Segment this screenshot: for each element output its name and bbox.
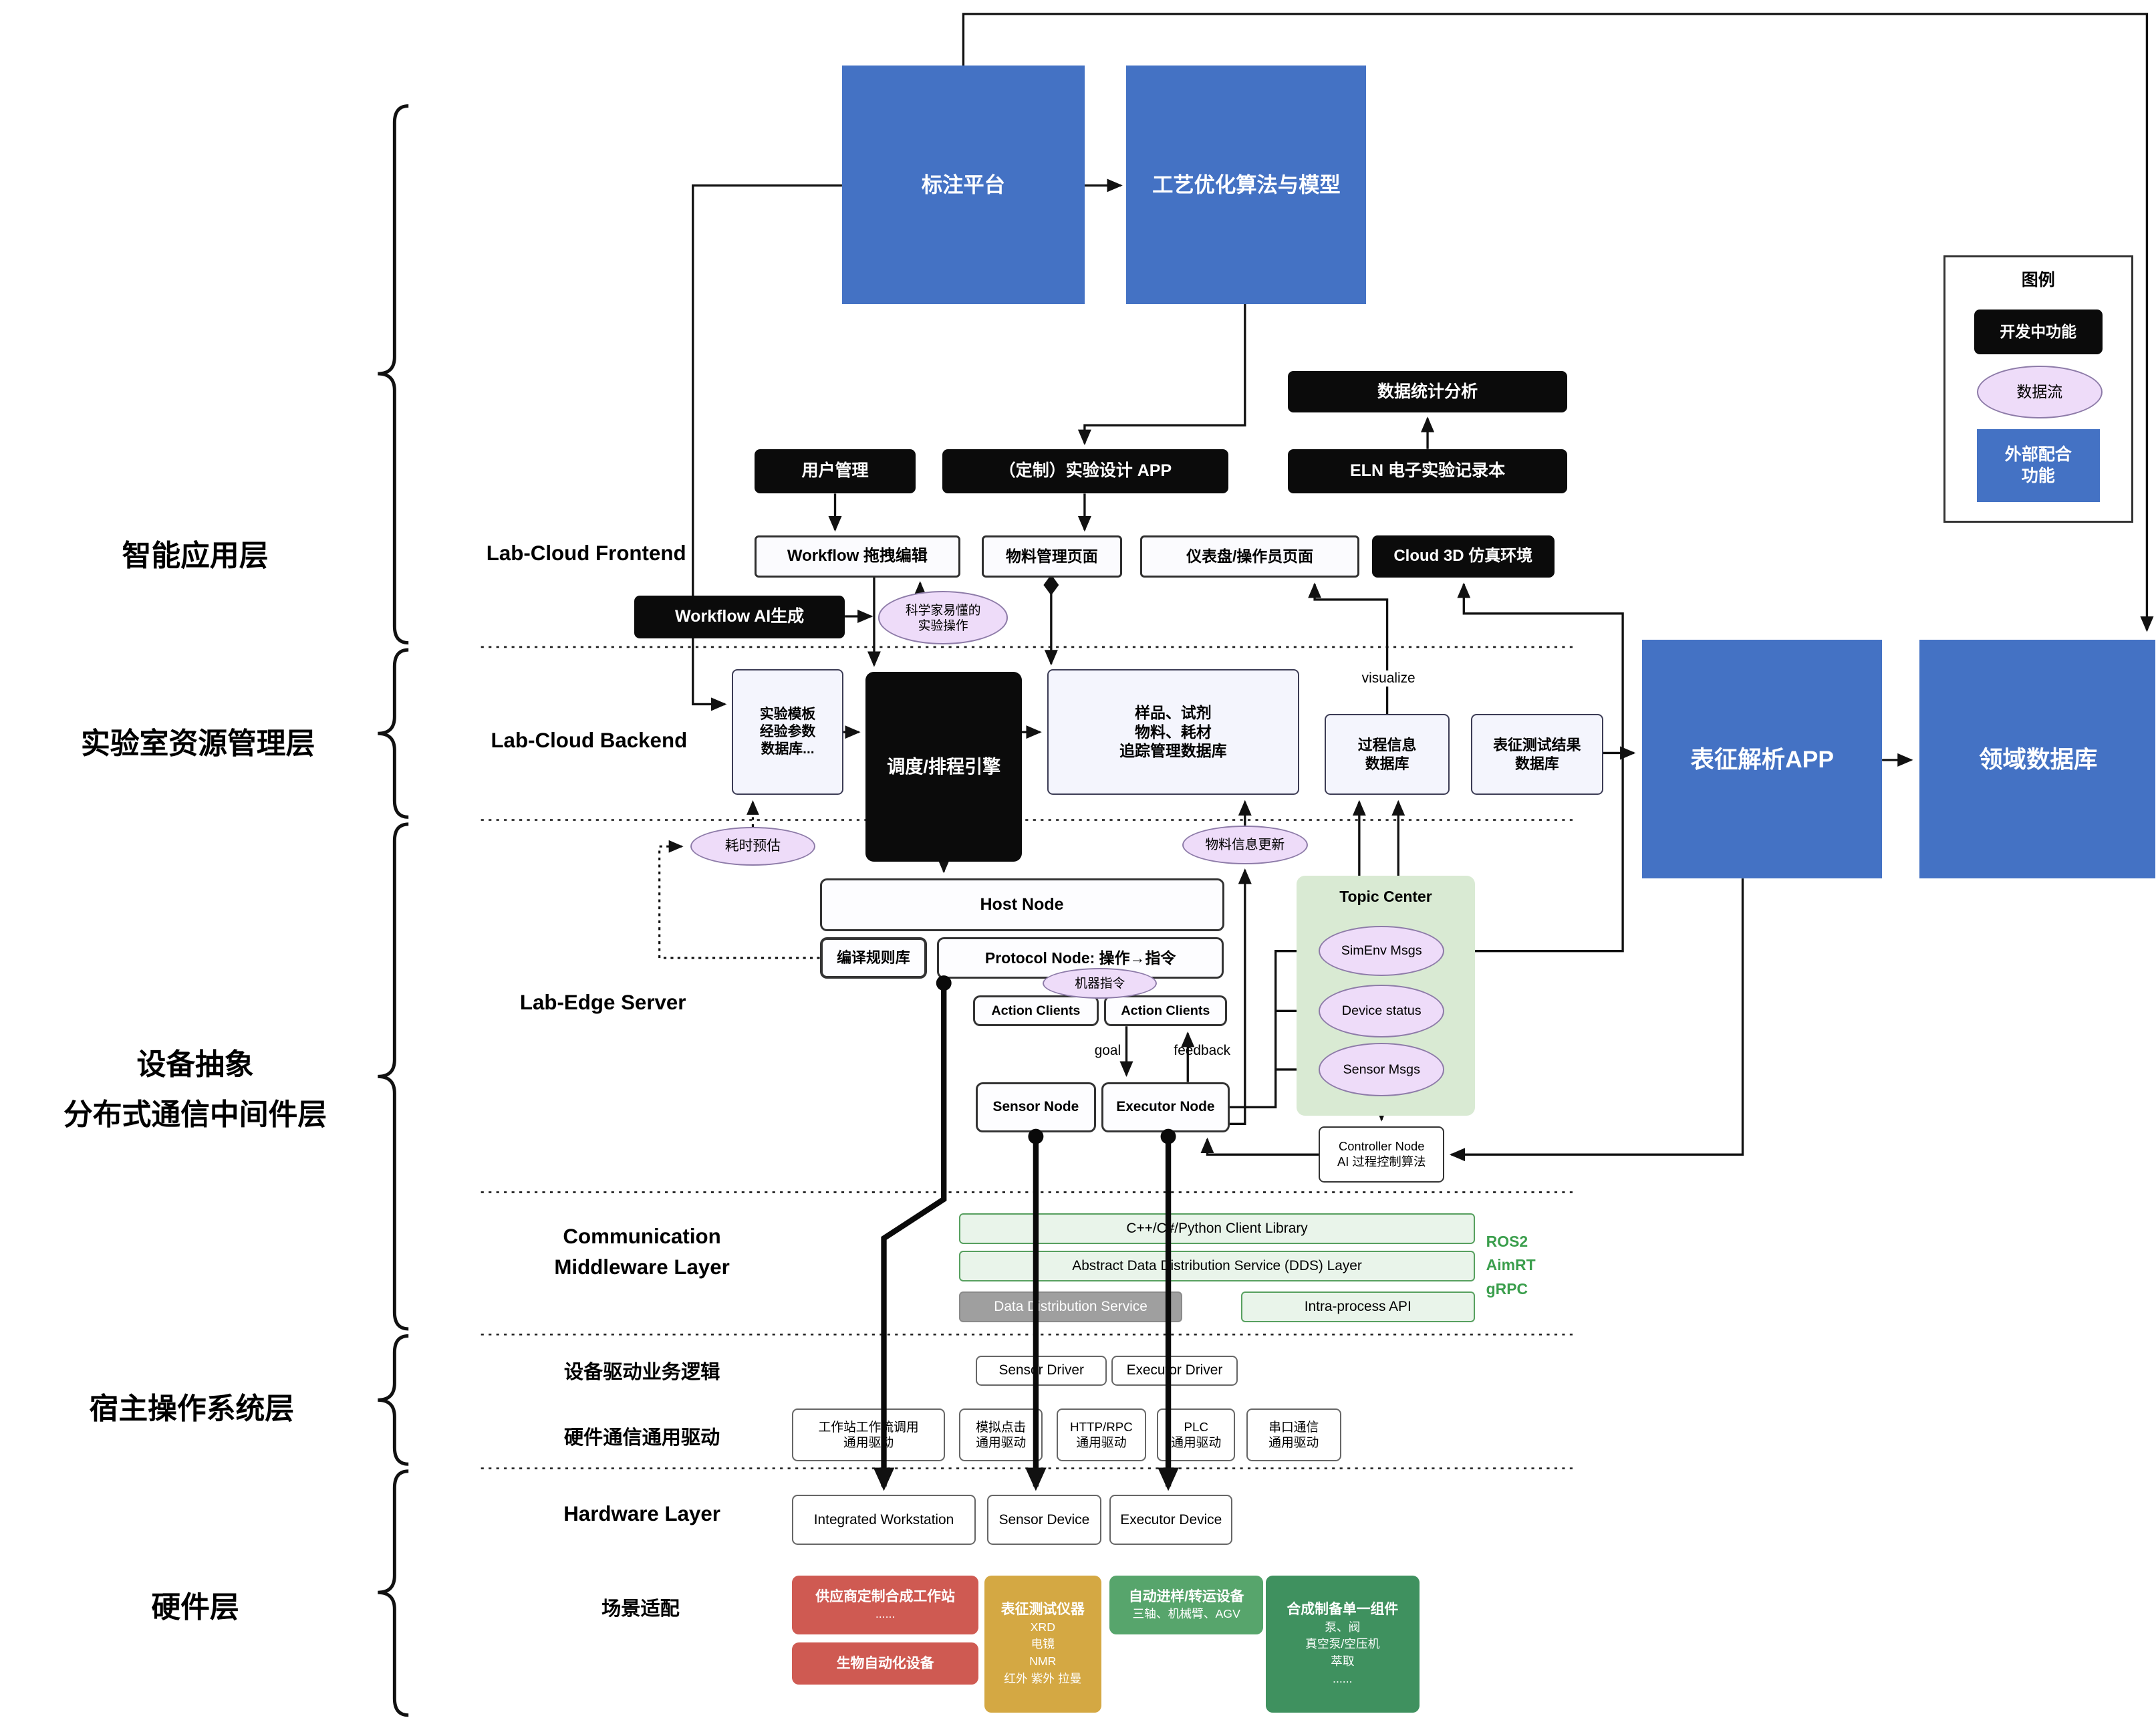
workstation-workflow-driver: 工作站工作流调用 通用驱动: [791, 1408, 946, 1462]
workflow-ai-generate: Workflow AI生成: [634, 595, 845, 639]
plc-driver: PLC 通用驱动: [1157, 1408, 1236, 1462]
section-label-scenario: 场景适配: [601, 1598, 680, 1620]
sensor-node: Sensor Node: [976, 1082, 1096, 1132]
bio-automation-box: 生物自动化设备: [791, 1642, 979, 1685]
synthesis-components-body: 泵、阀 真空泵/空压机 萃取 ......: [1305, 1620, 1380, 1685]
executor-node: Executor Node: [1101, 1082, 1230, 1132]
scientist-friendly-ops-flow: 科学家易懂的 实验操作: [878, 591, 1008, 644]
controller-node: Controller Node AI 过程控制算法: [1319, 1126, 1445, 1183]
layer-braces: [378, 104, 409, 1717]
executor-device: Executor Device: [1109, 1495, 1233, 1546]
device-status-msgs: Device status: [1319, 984, 1445, 1037]
synthesis-components-title: 合成制备单一组件: [1287, 1602, 1399, 1618]
action-clients-left: Action Clients: [973, 995, 1099, 1027]
grpc-label: gRPC: [1486, 1279, 1528, 1298]
characterization-result-db: 表征测试结果 数据库: [1470, 714, 1603, 795]
dashboard-operator-page: 仪表盘/操作员页面: [1140, 535, 1359, 578]
legend-dataflow: 数据流: [1976, 365, 2103, 418]
section-label-backend: Lab-Cloud Backend: [491, 728, 688, 752]
serial-driver: 串口通信 通用驱动: [1246, 1408, 1341, 1462]
compile-rule-lib: 编译规则库: [819, 937, 928, 979]
user-management: 用户管理: [754, 449, 916, 494]
bio-automation-title: 生物自动化设备: [836, 1656, 934, 1672]
dds-abstract-layer: Abstract Data Distribution Service (DDS)…: [959, 1251, 1475, 1282]
simenv-msgs: SimEnv Msgs: [1319, 926, 1445, 977]
process-optimization-model: 工艺优化算法与模型: [1126, 66, 1367, 304]
sensor-msgs: Sensor Msgs: [1319, 1043, 1445, 1096]
layer-label-hardware: 硬件层: [151, 1590, 239, 1624]
http-rpc-driver: HTTP/RPC 通用驱动: [1057, 1408, 1146, 1462]
synthesis-components-box: 合成制备单一组件 泵、阀 真空泵/空压机 萃取 ......: [1266, 1576, 1420, 1713]
legend-external: 外部配合 功能: [1976, 429, 2100, 502]
layer-label-host-os: 宿主操作系统层: [89, 1392, 295, 1426]
host-node: Host Node: [819, 878, 1224, 932]
dotted-estimation-arrows: [658, 800, 820, 959]
scheduling-engine: 调度/排程引擎: [865, 672, 1023, 862]
eln-notebook: ELN 电子实验记录本: [1288, 449, 1567, 494]
section-label-hardware: Hardware Layer: [563, 1502, 720, 1526]
machine-command-flow: 机器指令: [1043, 967, 1158, 999]
executor-driver: Executor Driver: [1111, 1355, 1238, 1386]
annotation-platform: 标注平台: [841, 66, 1085, 304]
intra-process-api: Intra-process API: [1240, 1291, 1475, 1322]
controller-node-title: Controller Node: [1338, 1139, 1425, 1154]
characterization-instruments-body: XRD 电镜 NMR 红外 紫外 拉曼: [1004, 1620, 1082, 1685]
transfer-equipment-title: 自动进样/转运设备: [1128, 1588, 1244, 1604]
experiment-template-db: 实验模板 经验参数 数据库...: [732, 669, 844, 795]
characterization-instruments-title: 表征测试仪器: [1000, 1602, 1085, 1618]
material-management-page: 物料管理页面: [981, 535, 1123, 578]
workflow-drag-editor: Workflow 拖拽编辑: [754, 535, 961, 578]
material-update-flow: 物料信息更新: [1182, 825, 1308, 865]
goal-label: goal: [1094, 1043, 1121, 1059]
sensor-driver: Sensor Driver: [976, 1355, 1107, 1386]
characterization-instruments-box: 表征测试仪器 XRD 电镜 NMR 红外 紫外 拉曼: [984, 1576, 1101, 1713]
section-label-edge-server: Lab-Edge Server: [519, 990, 686, 1014]
ros2-label: ROS2: [1486, 1233, 1528, 1251]
section-label-driver-logic: 设备驱动业务逻辑: [563, 1361, 720, 1383]
transfer-equipment-body: 三轴、机械臂、AGV: [1132, 1606, 1240, 1620]
diamond-connector: [1043, 574, 1059, 596]
topic-center-title: Topic Center: [1339, 887, 1432, 905]
time-estimation-flow: 耗时预估: [690, 826, 816, 866]
legend-developing: 开发中功能: [1974, 310, 2103, 354]
cloud-3d-sim: Cloud 3D 仿真环境: [1371, 535, 1555, 578]
layer-label-application: 智能应用层: [122, 539, 269, 572]
transfer-equipment-box: 自动进样/转运设备 三轴、机械臂、AGV: [1109, 1576, 1263, 1634]
layer-label-resource: 实验室资源管理层: [81, 727, 315, 761]
client-library: C++/C#/Python Client Library: [959, 1213, 1475, 1244]
click-simulation-driver: 模拟点击 通用驱动: [959, 1408, 1043, 1462]
vendor-workstation-title: 供应商定制合成工作站: [815, 1588, 955, 1604]
section-label-comm-middleware: Communication Middleware Layer: [554, 1225, 730, 1279]
integrated-workstation: Integrated Workstation: [791, 1495, 976, 1546]
custom-experiment-design-app: （定制）实验设计 APP: [942, 449, 1228, 494]
sensor-device: Sensor Device: [986, 1495, 1101, 1546]
aimrt-label: AimRT: [1486, 1256, 1536, 1274]
vendor-workstation-body: ......: [875, 1606, 896, 1620]
section-label-hw-driver: 硬件通信通用驱动: [563, 1427, 720, 1449]
legend-title: 图例: [2021, 270, 2055, 289]
feedback-label: feedback: [1174, 1043, 1231, 1059]
process-info-db: 过程信息 数据库: [1324, 714, 1450, 795]
data-flow-arrows: [692, 13, 2154, 1162]
action-clients-right: Action Clients: [1104, 995, 1227, 1027]
layer-label-middleware: 设备抽象 分布式通信中间件层: [63, 1048, 327, 1131]
section-label-frontend: Lab-Cloud Frontend: [486, 541, 686, 566]
domain-database: 领域数据库: [1919, 640, 2155, 879]
sample-tracking-db: 样品、试剂 物料、耗材 追踪管理数据库: [1047, 669, 1300, 795]
characterization-app: 表征解析APP: [1642, 640, 1883, 879]
data-distribution-service: Data Distribution Service: [959, 1291, 1182, 1322]
visualize-label: visualize: [1347, 670, 1431, 687]
controller-node-subtitle: AI 过程控制算法: [1337, 1154, 1426, 1169]
data-statistics: 数据统计分析: [1288, 370, 1567, 413]
vendor-workstation-box: 供应商定制合成工作站 ......: [791, 1576, 979, 1634]
